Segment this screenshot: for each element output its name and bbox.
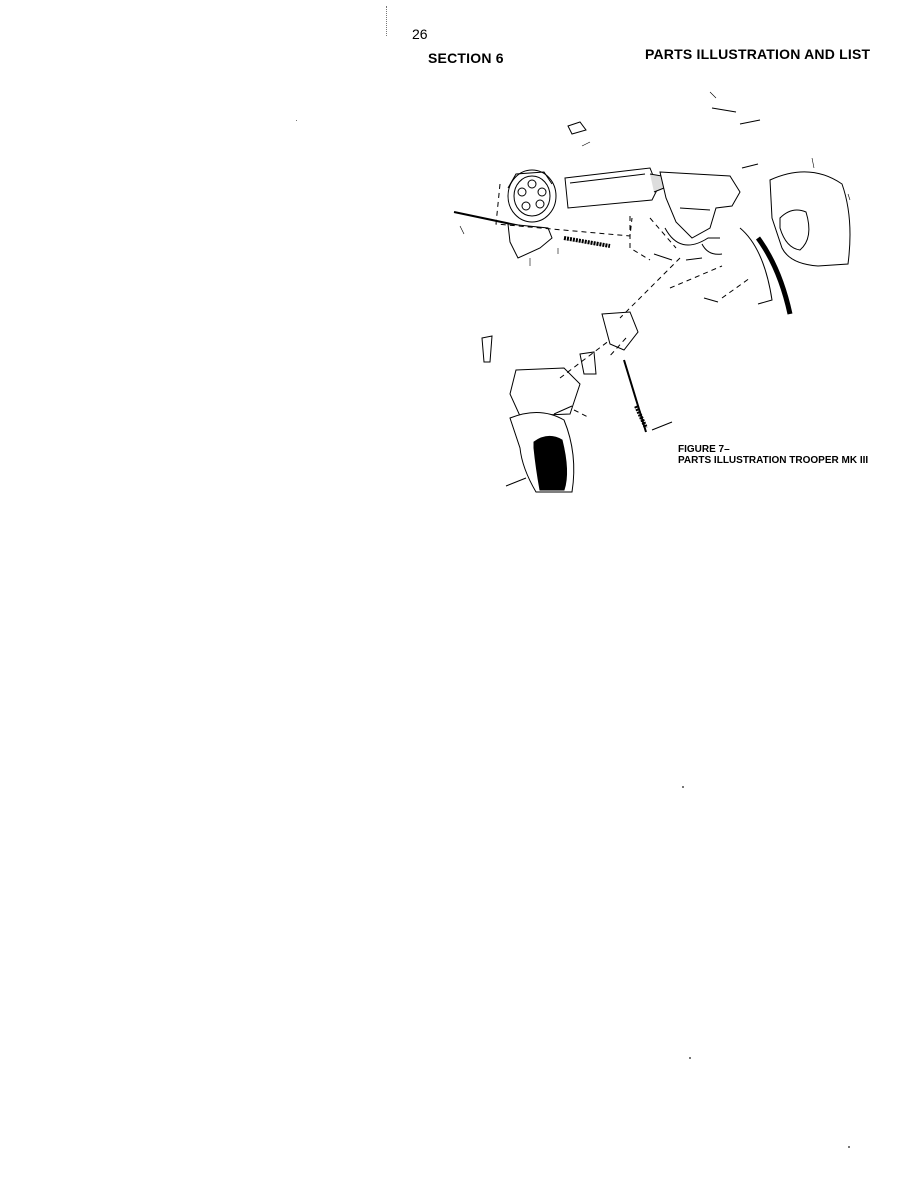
grip-left-part <box>509 412 575 493</box>
front-sight-part <box>567 121 587 135</box>
frame-part <box>659 171 741 255</box>
section-label: SECTION 6 <box>428 50 504 66</box>
page-number: 26 <box>412 26 428 42</box>
figure-caption-line-1: FIGURE 7– <box>678 444 730 455</box>
scan-margin-mark <box>386 6 388 36</box>
scan-speck <box>296 120 297 121</box>
backstrap-part <box>755 236 793 315</box>
cylinder-part <box>507 169 557 223</box>
figure-caption: FIGURE 7– PARTS ILLUSTRATION TROOPER MK … <box>678 444 868 466</box>
spring-part <box>563 236 611 248</box>
pawl-part <box>481 335 493 363</box>
figure-caption-line-2: PARTS ILLUSTRATION TROOPER MK III <box>678 455 869 466</box>
scan-speck <box>682 786 684 788</box>
scan-speck <box>689 1057 691 1059</box>
side-plate-part <box>509 367 581 417</box>
grip-right-part <box>769 171 851 267</box>
trigger-part <box>579 351 597 375</box>
barrel-part <box>564 167 665 209</box>
scan-speck <box>848 1146 850 1148</box>
exploded-parts-drawing <box>440 88 860 508</box>
crane-part <box>507 223 553 259</box>
page-heading: PARTS ILLUSTRATION AND LIST <box>645 46 871 62</box>
hammer-part <box>601 311 639 351</box>
